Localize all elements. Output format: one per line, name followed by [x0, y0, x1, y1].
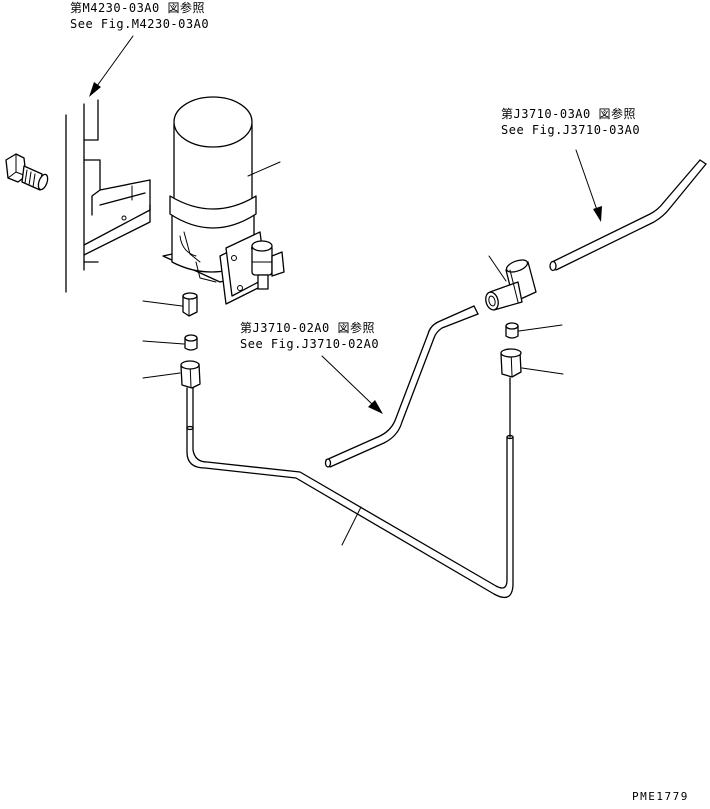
elbow-fitting	[142, 292, 198, 317]
tee-fitting	[485, 255, 537, 311]
sleeve-right	[505, 322, 563, 339]
reference-note-jp: 第M4230-03A0 図参照	[70, 1, 205, 15]
reference-note-en: See Fig.M4230-03A0	[70, 17, 210, 31]
ref-arrow-right	[575, 149, 602, 222]
reference-note-jp: 第J3710-02A0 図参照	[240, 321, 375, 335]
frame-plate	[65, 99, 151, 293]
reference-note-en: See Fig.J3710-03A0	[501, 123, 641, 137]
reference-note-right: 第J3710-03A0 図参照 See Fig.J3710-03A0	[501, 106, 640, 138]
reference-note-jp: 第J3710-03A0 図参照	[501, 107, 636, 121]
tube	[186, 377, 514, 599]
document-id: PME1779	[632, 790, 689, 803]
filter-assembly	[162, 96, 285, 305]
reference-note-middle: 第J3710-02A0 図参照 See Fig.J3710-02A0	[240, 320, 379, 352]
ref-arrow-top-left	[89, 35, 134, 97]
sleeve	[142, 334, 198, 351]
reference-note-top-left: 第M4230-03A0 図参照 See Fig.M4230-03A0	[70, 0, 209, 32]
hose-upper-right	[549, 159, 707, 272]
bolt	[5, 153, 49, 191]
nut-left	[142, 360, 201, 389]
ref-arrow-middle	[321, 355, 383, 414]
hose-middle	[324, 305, 479, 468]
nut-right	[500, 348, 564, 378]
reference-note-en: See Fig.J3710-02A0	[240, 337, 380, 351]
